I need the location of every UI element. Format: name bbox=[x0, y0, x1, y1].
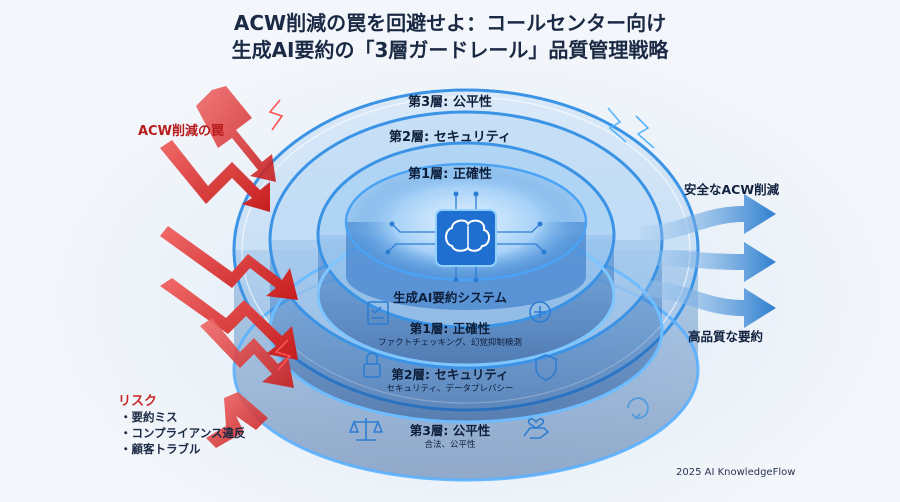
ring-label-outer-top: 第3層: 公平性 bbox=[408, 95, 492, 110]
output-label-quality-summary: 高品質な要約 bbox=[688, 329, 764, 344]
threat-arrows bbox=[160, 86, 298, 448]
lock-icon bbox=[363, 352, 381, 378]
circuit-lines bbox=[387, 196, 545, 278]
circuit-nodes bbox=[385, 191, 547, 283]
layer2-subtitle: セキュリティ、データプレバシー bbox=[386, 384, 514, 394]
risk-item: ・要約ミス bbox=[120, 410, 178, 424]
checklist-icon bbox=[367, 301, 389, 325]
layer1-title: 第1層: 正確性 bbox=[409, 321, 491, 336]
risk-item: ・コンプライアンス違反 bbox=[120, 426, 246, 440]
layer3-subtitle: 合法、公平性 bbox=[424, 440, 476, 450]
core-label: 生成AI要約システム bbox=[393, 290, 507, 305]
acw-trap-label: ACW削減の罠 bbox=[138, 124, 224, 139]
layer1-subtitle: ファクトチェッキング、幻覚抑制検測 bbox=[378, 338, 522, 348]
ai-head-icon bbox=[529, 301, 551, 323]
risk-heading: リスク bbox=[118, 394, 158, 409]
page-title-line2: 生成AI要約の「3層ガードレール」品質管理戦略 bbox=[231, 38, 669, 62]
output-label-safe-acw: 安全なACW削減 bbox=[684, 182, 780, 197]
ring-label-inner-top: 第1層: 正確性 bbox=[408, 167, 492, 182]
footer-credit: 2025 AI KnowledgeFlow bbox=[676, 467, 796, 478]
layer3-title: 第3層: 公平性 bbox=[409, 423, 491, 438]
balance-scale-icon bbox=[348, 418, 384, 441]
page-title-line1: ACW削減の罠を回避せよ：コールセンター向け bbox=[233, 11, 667, 35]
risk-item: ・顧客トラブル bbox=[120, 442, 201, 456]
ring-label-middle-top: 第2層: セキュリティ bbox=[389, 130, 511, 145]
hand-heart-icon bbox=[523, 418, 550, 439]
brain-chip-icon bbox=[435, 209, 497, 267]
spark-effects bbox=[268, 99, 655, 371]
sync-icon bbox=[627, 397, 649, 419]
shield-icon bbox=[535, 354, 557, 381]
layer2-title: 第2層: セキュリティ bbox=[391, 367, 509, 382]
output-arrows bbox=[640, 194, 776, 328]
